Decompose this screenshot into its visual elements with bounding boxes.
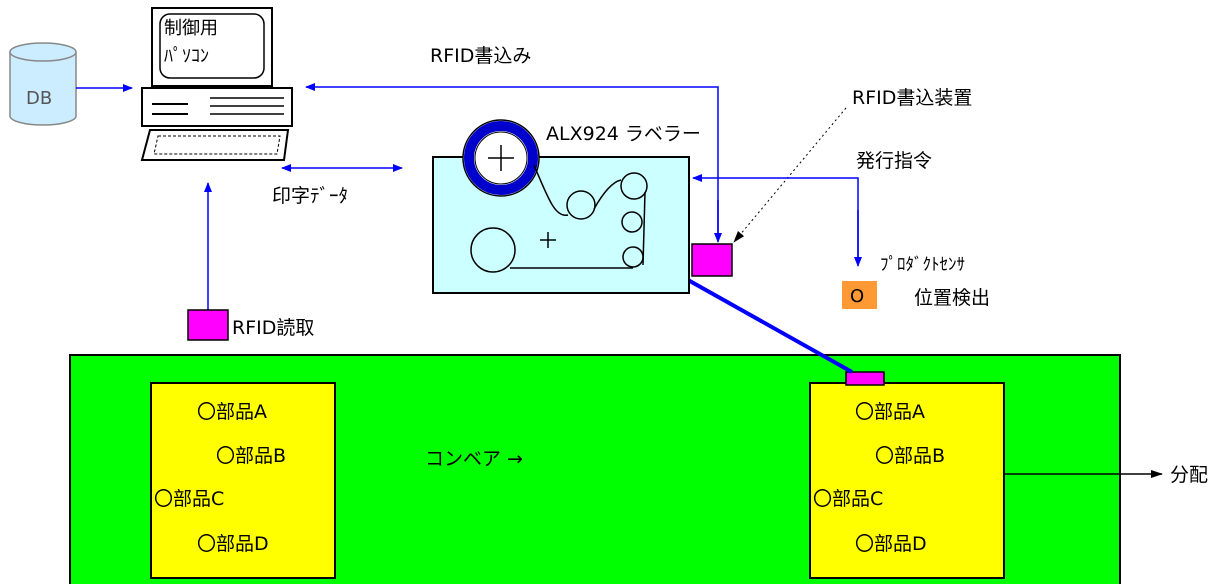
left-part-c: 〇部品C <box>154 488 224 510</box>
control-pc-icon <box>140 7 293 161</box>
parts-box-right <box>809 382 1005 579</box>
left-part-d: 〇部品D <box>197 533 269 555</box>
right-part-b: 〇部品B <box>875 445 945 467</box>
left-part-b: 〇部品B <box>216 445 286 467</box>
right-part-a: 〇部品A <box>855 401 925 423</box>
distribute-label: 分配 <box>1170 464 1208 486</box>
right-part-d: 〇部品D <box>855 533 927 555</box>
print-data-label: 印字ﾃﾞｰﾀ <box>272 185 348 207</box>
rfid-writer-callout <box>733 107 847 243</box>
db-label: DB <box>26 88 52 109</box>
product-sensor <box>842 281 877 309</box>
rfid-tag-on-box <box>845 371 885 386</box>
sensor-symbol: O <box>850 286 864 307</box>
left-part-a: 〇部品A <box>197 401 267 423</box>
labeler-machine <box>432 119 690 294</box>
db-icon <box>9 42 77 126</box>
labeler-label: ALX924 ラベラー <box>546 123 701 145</box>
rfid-writer-device <box>691 243 733 277</box>
rfid-reader <box>187 309 229 341</box>
conveyor-label: コンベア → <box>425 448 523 470</box>
pc-label-line2: ﾊﾟｿｺﾝ <box>164 46 209 67</box>
product-sensor-label: ﾌﾟﾛﾀﾞｸﾄｾﾝｻ <box>880 255 965 275</box>
pc-label-line1: 制御用 <box>164 18 218 39</box>
right-part-c: 〇部品C <box>813 488 883 510</box>
rfid-write-label: RFID書込み <box>430 45 531 67</box>
rfid-read-label: RFID読取 <box>232 317 314 339</box>
position-detect-label: 位置検出 <box>914 287 990 309</box>
rfid-write-line <box>305 83 719 240</box>
parts-box-left <box>150 382 336 579</box>
label-apply-line <box>687 278 853 374</box>
rfid-writer-label: RFID書込装置 <box>852 87 972 109</box>
issue-command-label: 発行指令 <box>856 150 932 172</box>
